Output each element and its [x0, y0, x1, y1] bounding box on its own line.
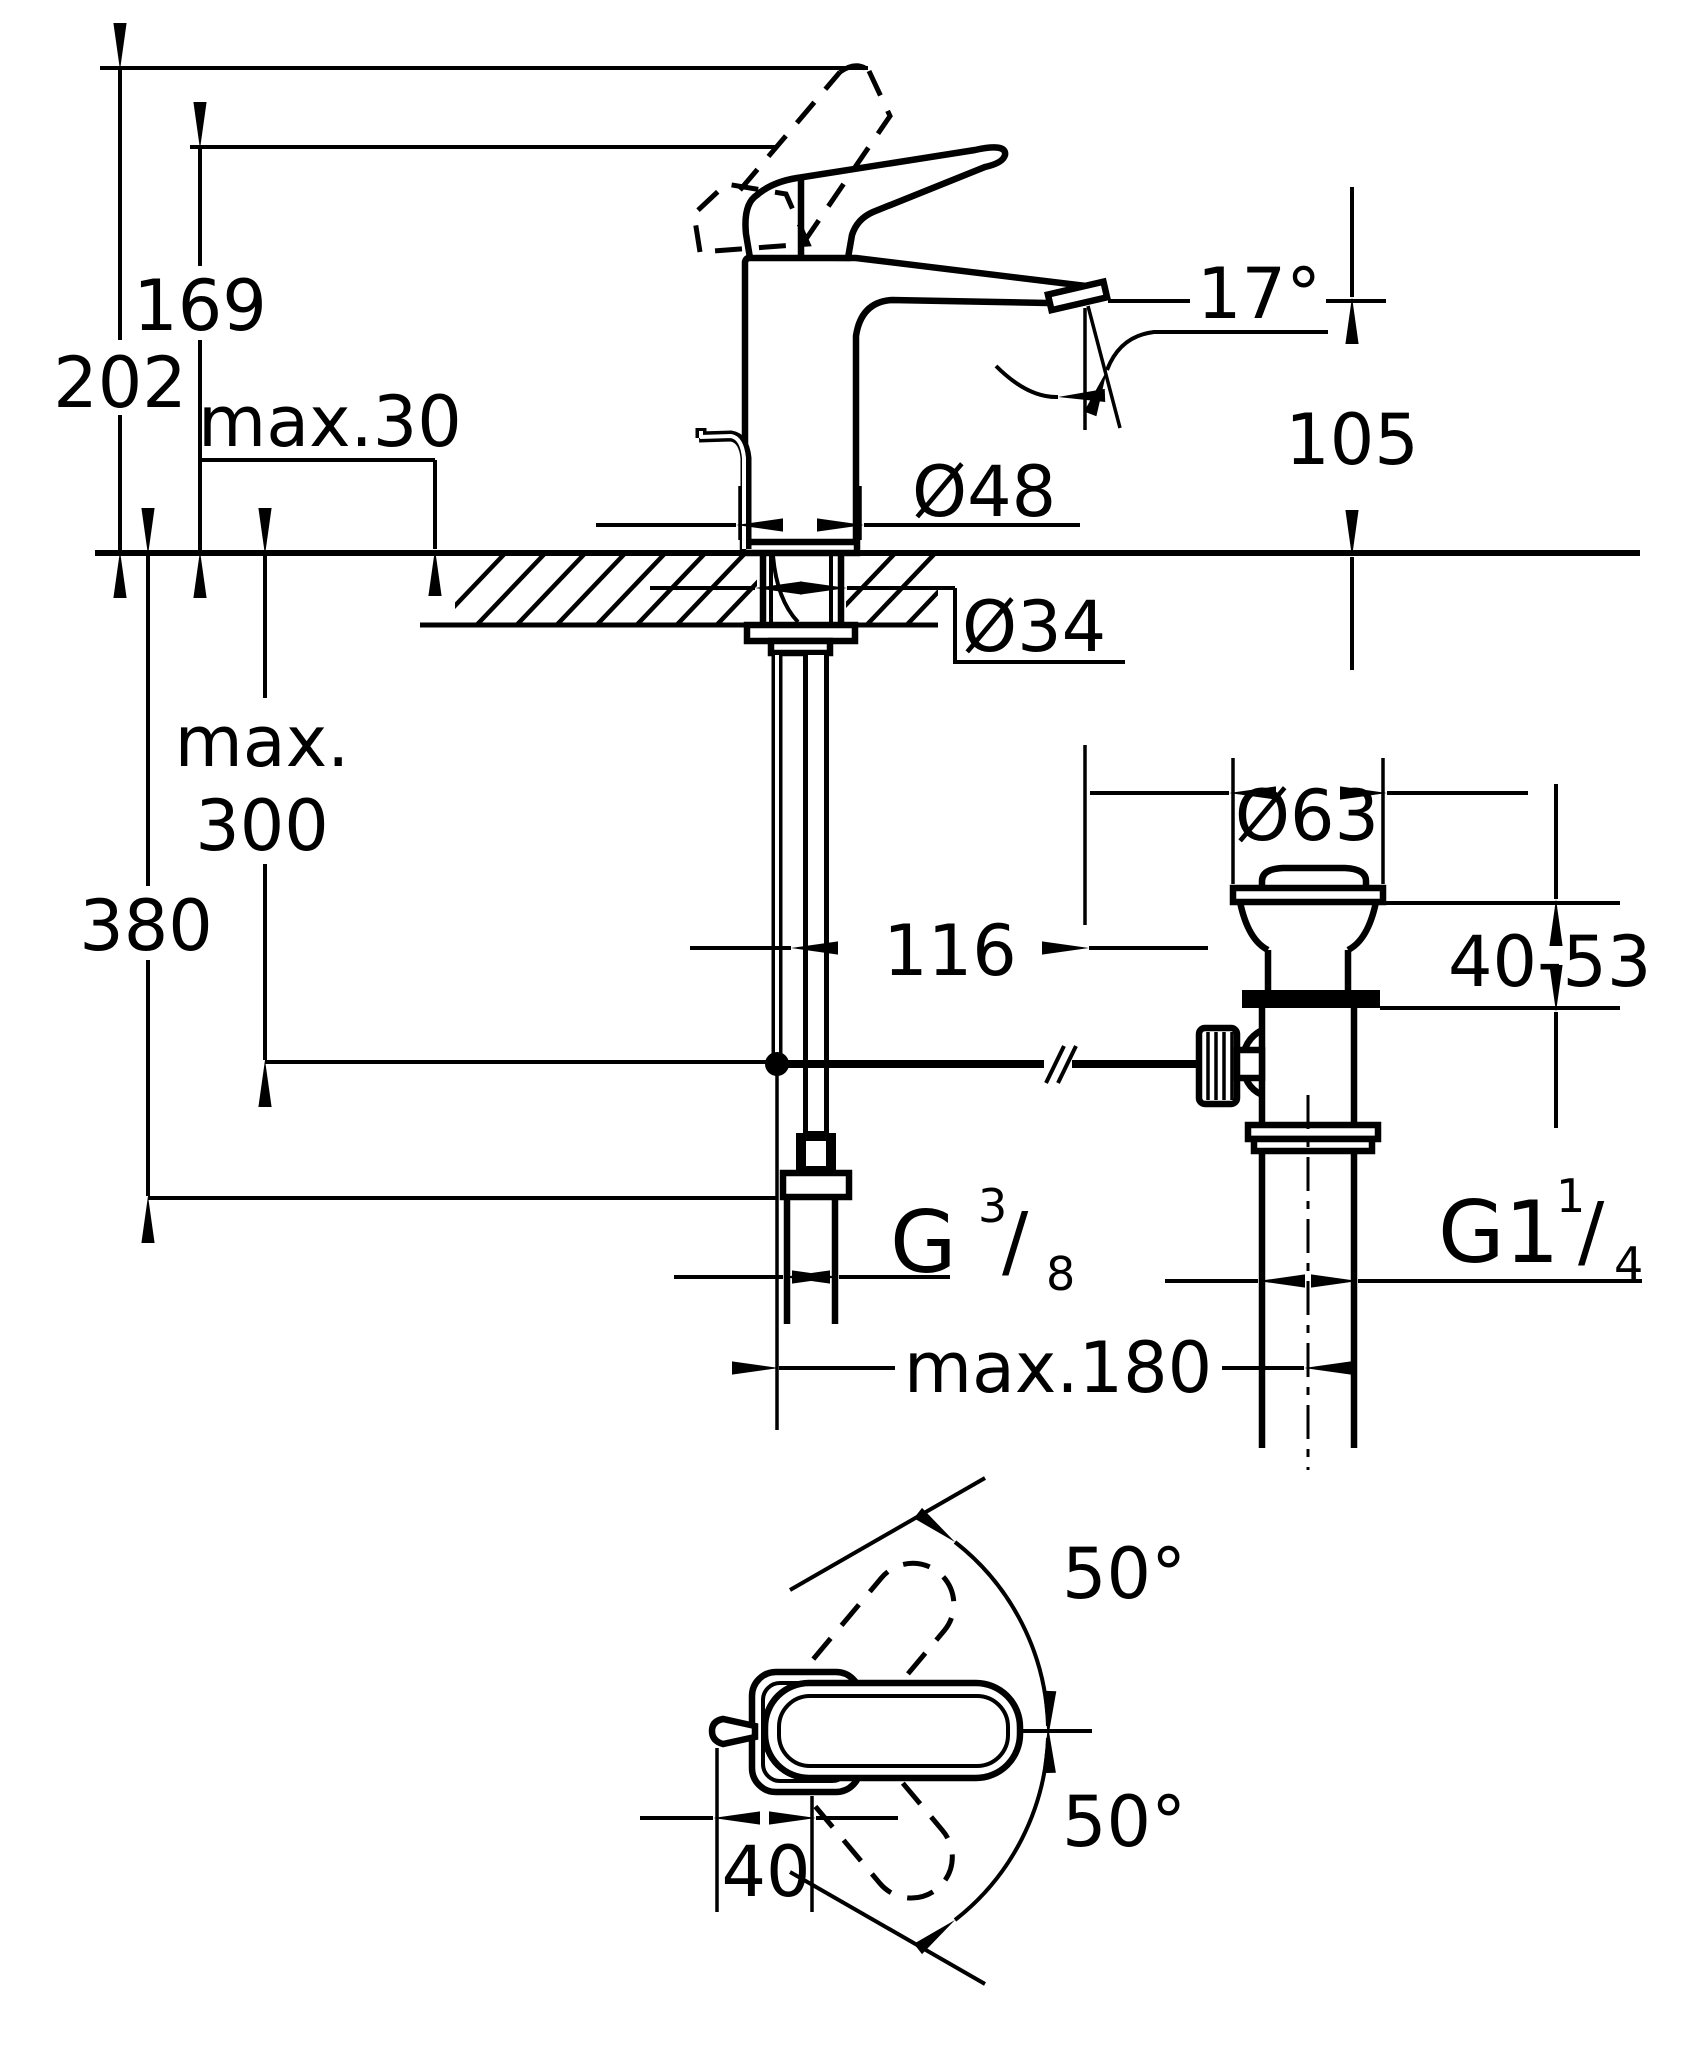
dimension-label-17deg: 17°: [1197, 253, 1321, 335]
dimension-label-380: 380: [79, 885, 213, 967]
dimension-label-d48: Ø48: [912, 451, 1056, 533]
dim-380: 380: [79, 508, 777, 1243]
dimension-label-d63: Ø63: [1235, 775, 1379, 857]
handle-indicator-nub: [708, 1715, 759, 1748]
thread-label-g38-den: 8: [1046, 1247, 1075, 1301]
dimension-label-max-line1: max.: [175, 701, 350, 783]
dim-diameter-34: Ø34: [650, 581, 1125, 668]
dimension-label-169: 169: [133, 265, 267, 347]
thread-label-g114-slash: /: [1578, 1187, 1605, 1277]
dim-height-202: 202: [53, 23, 187, 598]
dimension-label-300-line2: 300: [195, 785, 329, 867]
thread-label-g114-num: 1: [1556, 1169, 1585, 1223]
top-view-group: 50° 50° 40: [640, 1476, 1186, 1986]
thread-label-g38-num: 3: [978, 1179, 1007, 1233]
thread-label-g1: G1: [1438, 1183, 1559, 1283]
dim-40-53: 40-53: [1380, 784, 1651, 1128]
mounting-shank: [743, 553, 859, 657]
pop-up-waste-valve: [1195, 864, 1387, 1470]
dimension-label-40-53: 40-53: [1448, 921, 1651, 1003]
dim-thread-g38: G 3 / 8: [674, 1179, 1075, 1301]
dimension-label-d34: Ø34: [962, 586, 1106, 668]
drain-pipe: [1258, 1095, 1358, 1470]
waste-plug: [1258, 864, 1370, 894]
pop-up-linkage: [765, 653, 1201, 1430]
thread-label-g114-den: 4: [1614, 1237, 1643, 1291]
dimension-label-202: 202: [53, 342, 187, 424]
side-view-group: 202 169 max.30 380: [53, 23, 1651, 1470]
aerator: [1044, 277, 1111, 314]
dimension-label-50deg-up: 50°: [1062, 1533, 1186, 1615]
dim-max300: max. 300: [175, 508, 768, 1107]
thread-label-g: G: [890, 1193, 957, 1293]
dim-max30: max.30: [198, 381, 462, 596]
dimension-label-50deg-down: 50°: [1062, 1781, 1186, 1863]
pop-up-rod: [695, 428, 752, 549]
dim-thread-g114: G1 1 / 4: [1165, 1169, 1643, 1291]
dim-40: 40: [640, 1748, 898, 1913]
dimensions: 202 169 max.30 380: [53, 23, 1651, 1409]
waste-adjuster-knob: [1195, 1024, 1266, 1108]
dimension-label-116: 116: [883, 910, 1017, 992]
handle-top-view: [708, 1668, 1024, 1796]
swivel-angle-annotation: 50° 50°: [789, 1476, 1186, 1986]
dim-diameter-63: Ø63: [1090, 758, 1528, 884]
faucet-body: [739, 253, 1122, 557]
rod-ball-joint: [765, 1052, 789, 1076]
waste-seal-ring: [1242, 990, 1380, 1008]
dim-105: 105: [1285, 187, 1419, 670]
dimension-label-105: 105: [1285, 399, 1419, 481]
dimension-label-max180: max.180: [904, 1327, 1212, 1409]
supply-hose: [779, 653, 853, 1324]
thread-label-g38-slash: /: [1002, 1197, 1029, 1287]
lever-handle-raised-outline: [691, 63, 893, 255]
dimension-label-max30: max.30: [198, 381, 462, 463]
dim-116: 116: [690, 745, 1208, 992]
lever-handle: [742, 144, 1009, 262]
dimension-label-40: 40: [721, 1831, 810, 1913]
dim-max180: max.180: [732, 1327, 1351, 1409]
dim-diameter-48: Ø48: [596, 451, 1080, 540]
dim-height-169: 169: [133, 102, 267, 598]
